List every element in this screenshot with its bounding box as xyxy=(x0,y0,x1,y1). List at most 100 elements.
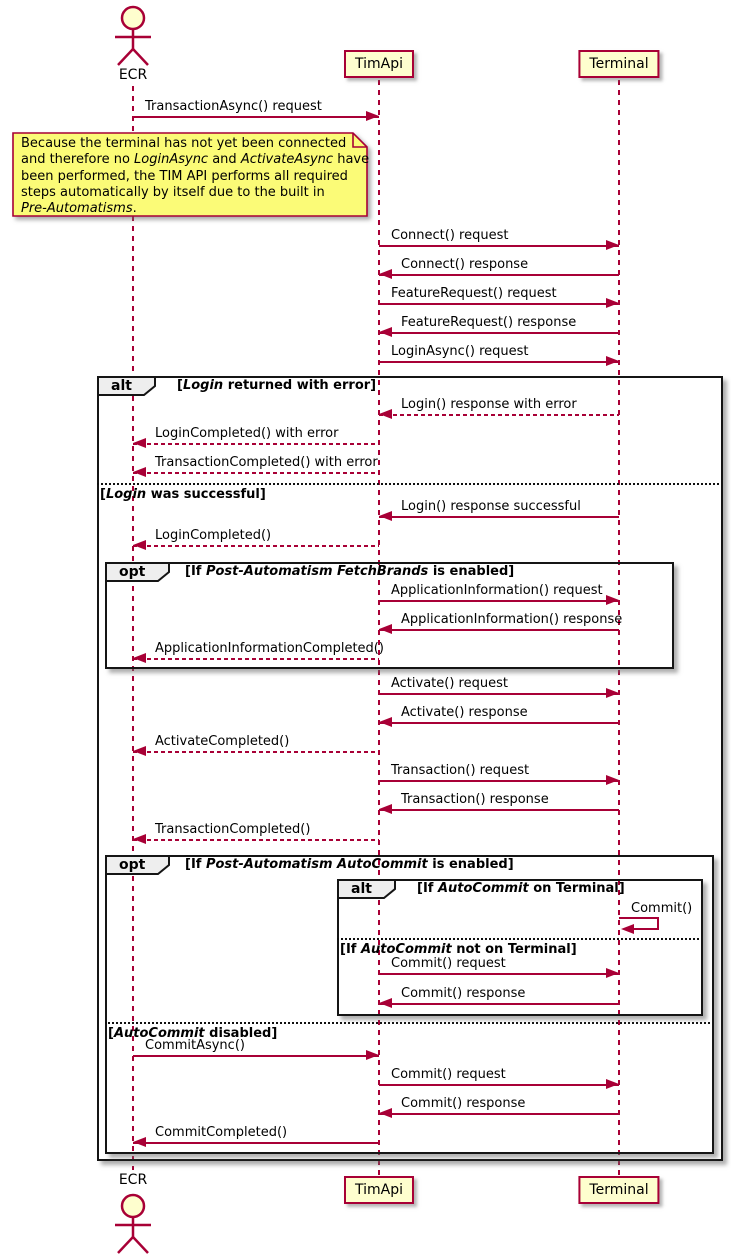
message-arrowhead xyxy=(133,540,146,550)
message-line xyxy=(619,917,659,919)
frame-condition: [If AutoCommit on Terminal] xyxy=(417,881,625,896)
message-arrowhead xyxy=(379,511,392,521)
message-arrowhead xyxy=(379,624,392,634)
message-arrowhead xyxy=(606,298,619,308)
message-arrowhead xyxy=(379,1108,392,1118)
frame-divider-label: [Login was successful] xyxy=(100,487,266,502)
message-arrowhead xyxy=(606,240,619,250)
actor-ecr-bottom-figure xyxy=(110,1190,156,1256)
frame-type-label: alt xyxy=(111,378,132,394)
message-arrowhead xyxy=(379,269,392,279)
message-line xyxy=(379,303,619,305)
message-label: Commit() response xyxy=(401,1096,526,1111)
message-line xyxy=(379,245,619,247)
opt-frame xyxy=(105,855,714,1154)
alt-frame-tab xyxy=(337,879,397,900)
message-line xyxy=(133,1055,379,1057)
message-line xyxy=(379,516,619,518)
message-line xyxy=(379,361,619,363)
participant-tim-bottom: TimApi xyxy=(343,1176,415,1204)
message-label: FeatureRequest() response xyxy=(401,315,577,330)
message-label: FeatureRequest() request xyxy=(391,286,557,301)
message-label: ApplicationInformation() response xyxy=(401,612,623,627)
note-text: Because the terminal has not yet been co… xyxy=(21,136,370,217)
message-label: Commit() request xyxy=(391,956,506,971)
frame-divider xyxy=(105,1022,710,1024)
message-arrowhead xyxy=(379,409,392,419)
message-line xyxy=(379,693,619,695)
message-arrowhead xyxy=(606,1079,619,1089)
message-arrowhead xyxy=(379,804,392,814)
message-line xyxy=(379,722,619,724)
alt-frame-tab xyxy=(97,376,157,397)
actor-ecr-top-figure xyxy=(110,2,156,68)
message-label: ApplicationInformation() request xyxy=(391,583,603,598)
message-line xyxy=(379,600,619,602)
message-line xyxy=(133,443,379,445)
message-line xyxy=(379,1003,619,1005)
message-line xyxy=(379,973,619,975)
message-label: Commit() xyxy=(631,901,693,916)
message-line xyxy=(133,472,379,474)
lifeline-term xyxy=(618,80,620,1176)
frame-divider-label: [AutoCommit disabled] xyxy=(108,1026,278,1041)
message-line xyxy=(133,839,379,841)
message-arrowhead xyxy=(606,595,619,605)
message-label: Connect() request xyxy=(391,228,509,243)
frame-divider xyxy=(337,938,699,940)
participant-tim-top: TimApi xyxy=(343,50,415,78)
message-label: CommitAsync() xyxy=(145,1038,245,1053)
frame-condition: [Login returned with error] xyxy=(177,378,377,393)
message-label: CommitCompleted() xyxy=(155,1125,288,1140)
message-arrowhead xyxy=(606,775,619,785)
message-line xyxy=(657,917,659,930)
frame-type-label: alt xyxy=(351,881,372,897)
message-label: Transaction() request xyxy=(391,763,530,778)
message-arrowhead xyxy=(133,1137,146,1147)
lifeline-ecr xyxy=(132,86,134,1170)
message-label: LoginCompleted() with error xyxy=(155,426,339,441)
participant-term-top: Terminal xyxy=(578,50,660,78)
message-label: Login() response with error xyxy=(401,397,577,412)
actor-ecr-bottom-label: ECR xyxy=(118,1172,148,1188)
message-label: Login() response successful xyxy=(401,499,581,514)
message-line xyxy=(133,116,379,118)
frame-condition: [If Post-Automatism FetchBrands is enabl… xyxy=(185,564,515,579)
message-label: Commit() response xyxy=(401,986,526,1001)
message-line xyxy=(133,751,379,753)
message-arrowhead xyxy=(621,924,634,934)
message-label: TransactionCompleted() xyxy=(155,822,311,837)
message-label: Connect() response xyxy=(401,257,529,272)
message-label: Activate() response xyxy=(401,705,528,720)
message-line xyxy=(379,809,619,811)
frame-type-label: opt xyxy=(119,857,146,873)
message-line xyxy=(379,629,619,631)
opt-frame-tab xyxy=(105,562,171,583)
message-arrowhead xyxy=(133,834,146,844)
frame-condition: [If Post-Automatism AutoCommit is enable… xyxy=(185,857,514,872)
message-arrowhead xyxy=(606,968,619,978)
message-label: LoginCompleted() xyxy=(155,528,272,543)
message-label: Transaction() response xyxy=(401,792,549,807)
message-line xyxy=(633,928,659,930)
frame-type-label: opt xyxy=(119,564,146,580)
message-label: TransactionAsync() request xyxy=(145,99,322,114)
message-arrowhead xyxy=(606,356,619,366)
message-arrowhead xyxy=(379,998,392,1008)
message-arrowhead xyxy=(379,717,392,727)
message-line xyxy=(379,1084,619,1086)
opt-frame-tab xyxy=(105,855,171,876)
message-label: ActivateCompleted() xyxy=(155,734,290,749)
message-label: Commit() request xyxy=(391,1067,506,1082)
message-arrowhead xyxy=(366,111,379,121)
opt-frame xyxy=(105,562,674,669)
message-label: Activate() request xyxy=(391,676,508,691)
note: Because the terminal has not yet been co… xyxy=(12,132,372,221)
alt-frame xyxy=(97,376,723,1161)
message-arrowhead xyxy=(133,438,146,448)
alt-frame xyxy=(337,879,703,1016)
participant-term-bottom: Terminal xyxy=(578,1176,660,1204)
frame-divider-label: [If AutoCommit not on Terminal] xyxy=(340,942,577,957)
message-line xyxy=(379,414,619,416)
